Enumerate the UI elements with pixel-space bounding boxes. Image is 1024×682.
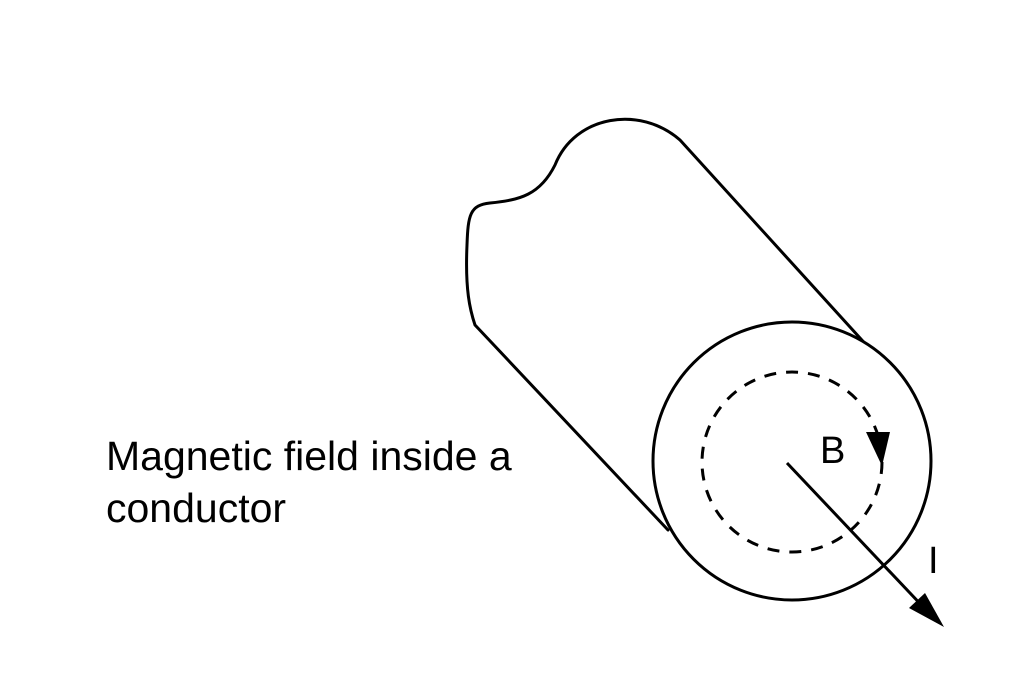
diagram-caption: Magnetic field inside a conductor xyxy=(106,433,512,531)
current-arrowhead-icon xyxy=(909,593,944,627)
field-label: B xyxy=(820,430,845,472)
conductor-body-outline xyxy=(465,117,882,532)
current-label: I xyxy=(928,540,939,582)
conductor-cross-section xyxy=(651,320,933,602)
field-direction-arrowhead xyxy=(866,432,890,466)
current-arrow xyxy=(785,461,929,613)
